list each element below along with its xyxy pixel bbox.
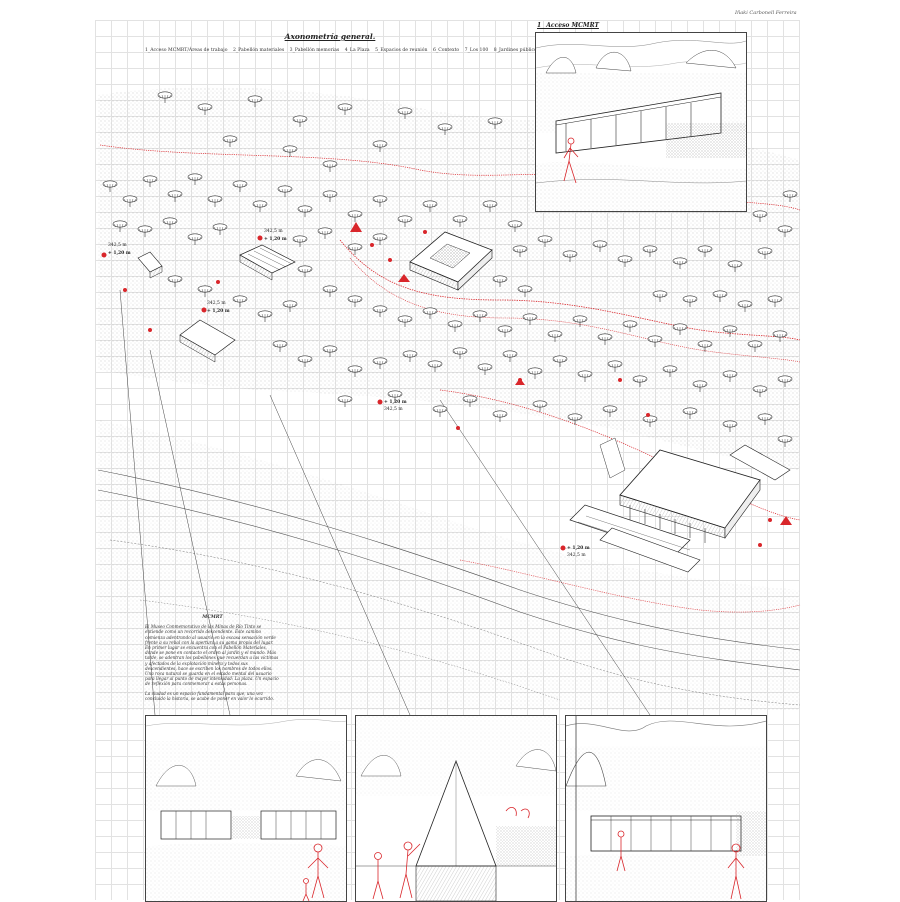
view1-drawing	[536, 40, 746, 211]
legend-item: 3_Pabellón memorias	[289, 48, 340, 53]
building-meeting-spaces	[179, 319, 236, 363]
red-path	[99, 144, 801, 211]
level-label: 342,5 m	[108, 242, 127, 248]
level-label: + 1,20 m	[108, 250, 131, 256]
level-marker-icon	[377, 399, 383, 405]
view-line	[149, 349, 231, 716]
level-marker-icon	[560, 545, 566, 551]
view-line	[269, 394, 411, 716]
view1-label: 1_ Acceso MCMRT	[537, 22, 599, 29]
view2-frame	[145, 715, 347, 902]
building-plaza	[409, 231, 493, 291]
level-label: 342,5 m	[567, 552, 586, 558]
figure-icon	[616, 830, 745, 900]
level-label: 342,5 m	[207, 300, 226, 306]
level-labels: 342,5 m + 1,20 m 342,5 m + 1,20 m + 1,20…	[108, 228, 590, 558]
figure-icon	[563, 137, 579, 184]
building-memorial-complex	[569, 437, 791, 573]
figure-icon	[302, 843, 329, 901]
legend-item: 8_Jardines públicos	[493, 48, 540, 53]
legend-item: 1_Acceso MCMRT/Áreas de trabajo	[145, 48, 228, 53]
level-label: 342,5 m	[384, 406, 403, 412]
description-paragraph: El Museo Conmemorativo de las Minas de R…	[145, 624, 279, 687]
building-pavilion-materials	[239, 244, 296, 281]
view4-frame	[565, 715, 767, 902]
legend-item: 5_Espacios de reunión	[375, 48, 428, 53]
figure-icon	[372, 807, 530, 900]
legend-item: 2_Pabellón materiales	[232, 48, 285, 53]
level-markers	[101, 222, 792, 551]
axonometry-legend: 1_Acceso MCMRT/Áreas de trabajo 2_Pabell…	[145, 48, 543, 53]
building-access	[137, 251, 163, 279]
author-name: Iñaki Carbonell Ferreira	[735, 10, 797, 16]
level-marker-icon	[201, 307, 207, 313]
axonometry-title: Axonometría general.	[284, 32, 376, 41]
project-description: MCMRT El Museo Conmemorativo de las Mina…	[145, 615, 280, 705]
view2-drawing	[146, 719, 346, 901]
level-label: + 1,20 m	[384, 399, 407, 405]
view-line	[439, 399, 651, 716]
legend-item: 4_La Plaza	[344, 48, 370, 53]
view3-drawing	[356, 716, 556, 901]
level-label: 342,5 m	[264, 228, 283, 234]
level-marker-icon	[101, 252, 107, 258]
level-label: + 1,20 m	[567, 545, 590, 551]
valley-contour	[109, 539, 801, 706]
view1-frame	[535, 32, 747, 212]
view4-drawing	[566, 716, 766, 901]
red-path	[439, 389, 801, 521]
level-label: + 1,20 m	[207, 308, 230, 314]
red-path	[459, 559, 801, 613]
level-label: + 1,20 m	[264, 236, 287, 242]
description-heading: MCMRT	[202, 615, 223, 620]
view3-frame	[355, 715, 557, 902]
level-marker-icon	[257, 235, 263, 241]
valley-contour	[139, 599, 561, 701]
red-path	[349, 257, 801, 363]
legend-item: 6_Contexto	[432, 48, 460, 53]
description-paragraph: La ciudad es un espacio fundamental para…	[145, 690, 274, 701]
axonometry-title-block: Axonometría general.	[140, 32, 520, 41]
valley-contour	[97, 489, 801, 671]
valley-contour	[97, 469, 801, 651]
view-line	[119, 289, 156, 716]
legend-item: 7_Los 100	[464, 48, 489, 53]
